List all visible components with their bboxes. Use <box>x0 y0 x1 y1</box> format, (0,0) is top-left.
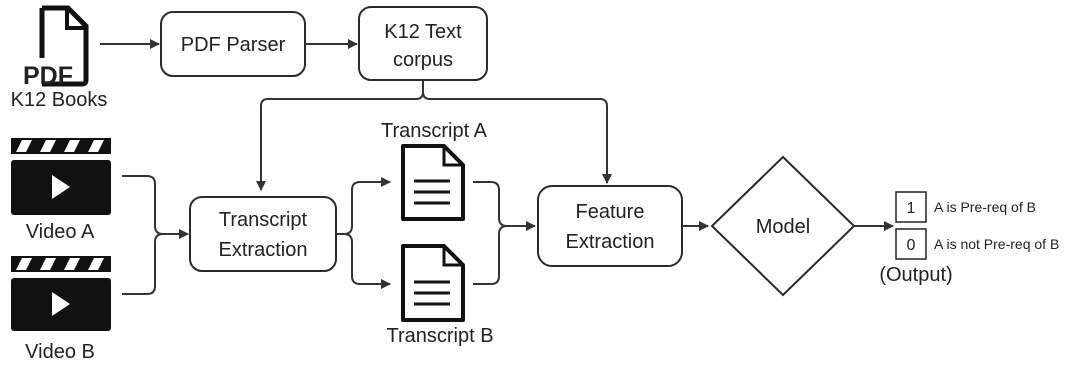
arrow-video-b-to-extraction <box>122 233 164 295</box>
transcript-extraction-node <box>189 196 337 272</box>
document-icon <box>401 244 465 322</box>
arrow-transcript-a-to-feature <box>473 181 536 231</box>
document-icon <box>401 144 465 221</box>
corpus-label-line1: K12 Text <box>384 21 462 43</box>
arrow-video-a-to-extraction <box>122 175 189 239</box>
feature-extraction-node <box>537 185 683 267</box>
output-cell-0 <box>895 228 927 260</box>
feature-label-line2: Extraction <box>566 231 655 253</box>
output-label-0: A is not Pre-req of B <box>934 236 1059 252</box>
extraction-label-line2: Extraction <box>219 239 308 261</box>
extraction-label-line1: Transcript <box>219 209 308 231</box>
feature-label-line1: Feature <box>576 201 645 223</box>
output-value-0: 0 <box>907 237 916 254</box>
arrow-extraction-to-transcript-b <box>343 233 391 289</box>
model-node <box>710 155 856 297</box>
output-cell-1 <box>895 191 927 223</box>
output-label-1: A is Pre-req of B <box>934 199 1036 215</box>
clapperboard-icon <box>11 256 111 331</box>
pdf-icon-text: PDF <box>23 62 73 90</box>
transcript-b-label: Transcript B <box>386 325 493 347</box>
clapperboard-icon <box>11 138 111 215</box>
transcript-a-label: Transcript A <box>381 120 488 142</box>
connectors <box>100 39 894 295</box>
video-a-label: Video A <box>26 221 95 243</box>
arrow-corpus-to-feature <box>422 91 612 184</box>
k12-books-label: K12 Books <box>11 89 108 111</box>
arrow-transcript-b-to-feature <box>473 225 508 285</box>
pdf-parser-label: PDF Parser <box>181 34 286 56</box>
corpus-label-line2: corpus <box>393 49 453 71</box>
arrow-extraction-to-transcript-a <box>336 177 391 235</box>
pdf-file-icon: PDF <box>23 5 89 90</box>
output-value-1: 1 <box>907 200 916 217</box>
pdf-parser-node <box>160 11 306 77</box>
k12-corpus-node <box>358 6 488 81</box>
output-table: 1 0 A is Pre-req of B A is not Pre-req o… <box>895 191 1059 260</box>
output-caption: (Output) <box>879 264 952 286</box>
video-b-label: Video B <box>25 341 95 363</box>
model-label: Model <box>756 216 810 238</box>
